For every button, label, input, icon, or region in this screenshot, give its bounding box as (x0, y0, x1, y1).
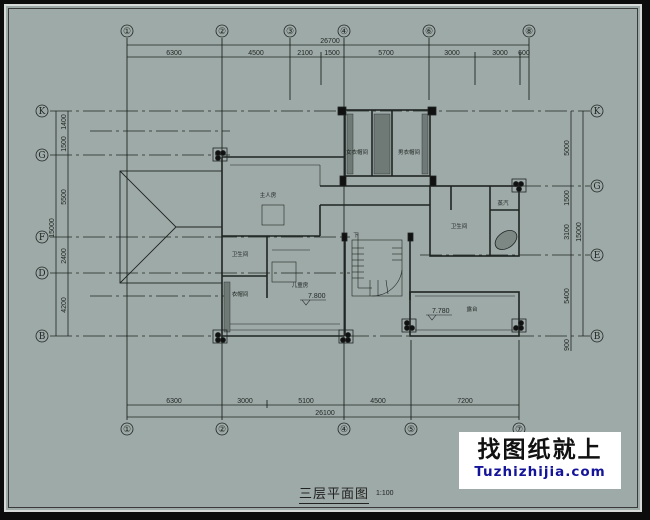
svg-text:3000: 3000 (444, 50, 460, 57)
room-label: 露台 (466, 305, 478, 313)
svg-text:1500: 1500 (61, 136, 68, 152)
dimension-text: 26700 6300 4500 2100 1500 5700 3000 3000… (49, 38, 583, 417)
svg-text:2100: 2100 (297, 50, 313, 57)
svg-text:②: ② (218, 425, 226, 435)
watermark-banner: 找图纸就上 Tuzhizhijia.com (459, 432, 621, 489)
interior-lines (228, 164, 515, 331)
svg-text:⑦: ⑦ (515, 425, 523, 435)
svg-text:4500: 4500 (370, 398, 386, 405)
svg-text:26700: 26700 (320, 38, 340, 45)
staircase (351, 233, 403, 297)
svg-text:7.800: 7.800 (308, 293, 326, 300)
room-label: 男衣帽间 (398, 148, 420, 156)
svg-text:3000: 3000 (237, 398, 253, 405)
axis-markers (35, 24, 604, 436)
svg-text:1500: 1500 (324, 50, 340, 57)
svg-text:15000: 15000 (49, 218, 56, 238)
svg-text:1500: 1500 (564, 190, 571, 206)
roof-outline (119, 170, 223, 284)
svg-text:26100: 26100 (315, 410, 335, 417)
svg-text:④: ④ (340, 27, 348, 37)
svg-text:G: G (593, 182, 600, 192)
svg-text:5400: 5400 (564, 288, 571, 304)
svg-text:5500: 5500 (61, 189, 68, 205)
closet-shelves (223, 113, 429, 333)
axis-labels: ① ② ③ ④ ⑥ ⑧ ① ② ④ ⑤ ⑦ K G F D B K G E B (38, 27, 600, 435)
svg-text:⑤: ⑤ (407, 425, 415, 435)
svg-text:5000: 5000 (564, 140, 571, 156)
walls (221, 109, 520, 340)
svg-text:4200: 4200 (61, 297, 68, 313)
svg-text:4500: 4500 (248, 50, 264, 57)
svg-text:B: B (39, 332, 46, 342)
svg-text:②: ② (218, 27, 226, 37)
room-label: 女衣帽间 (346, 148, 368, 156)
svg-text:G: G (38, 151, 45, 161)
svg-text:5700: 5700 (378, 50, 394, 57)
svg-text:7200: 7200 (457, 398, 473, 405)
svg-text:900: 900 (564, 339, 571, 351)
room-label: 卫生间 (232, 250, 249, 258)
bathtub (494, 230, 518, 250)
drawing-scale: 1:100 (376, 490, 394, 497)
room-label: 儿童房 (292, 281, 309, 289)
drawing-frame (4, 4, 642, 512)
svg-text:1400: 1400 (61, 114, 68, 130)
drawing-title: 三层平面图 (299, 483, 370, 504)
room-label: 蒸汽 (497, 199, 509, 207)
vertical-axis-lines (126, 38, 530, 420)
svg-text:600: 600 (518, 50, 530, 57)
svg-text:E: E (594, 251, 601, 261)
svg-text:2400: 2400 (61, 248, 68, 264)
svg-text:D: D (38, 269, 45, 279)
room-label: 卫生间 (451, 222, 468, 230)
svg-text:15000: 15000 (576, 222, 583, 242)
svg-text:3100: 3100 (564, 224, 571, 240)
svg-text:⑥: ⑥ (425, 27, 433, 37)
svg-text:④: ④ (340, 425, 348, 435)
elevation-marks: 7.800 7.780 (300, 293, 452, 321)
dimension-lines (55, 44, 584, 418)
svg-text:6300: 6300 (166, 50, 182, 57)
svg-text:3000: 3000 (492, 50, 508, 57)
svg-text:⑧: ⑧ (525, 27, 533, 37)
svg-text:K: K (39, 107, 46, 117)
svg-text:③: ③ (286, 27, 294, 37)
svg-text:K: K (594, 107, 601, 117)
drawing-border (8, 8, 638, 508)
svg-text:F: F (39, 233, 45, 243)
watermark-chinese-text: 找图纸就上 (477, 437, 603, 463)
svg-text:①: ① (123, 27, 131, 37)
svg-text:6300: 6300 (166, 398, 182, 405)
svg-text:7.780: 7.780 (432, 308, 450, 315)
svg-text:①: ① (123, 425, 131, 435)
room-label: 下 (353, 232, 359, 239)
room-label: 主人房 (260, 191, 277, 199)
room-labels: 女衣帽间 男衣帽间 主人房 卫生间 儿童房 衣帽间 卫生间 蒸汽 露台 下 (232, 148, 509, 313)
columns (212, 106, 527, 344)
room-label: 衣帽间 (232, 290, 249, 298)
watermark-url: Tuzhizhijia.com (474, 464, 606, 480)
svg-text:B: B (594, 332, 601, 342)
svg-text:5100: 5100 (298, 398, 314, 405)
